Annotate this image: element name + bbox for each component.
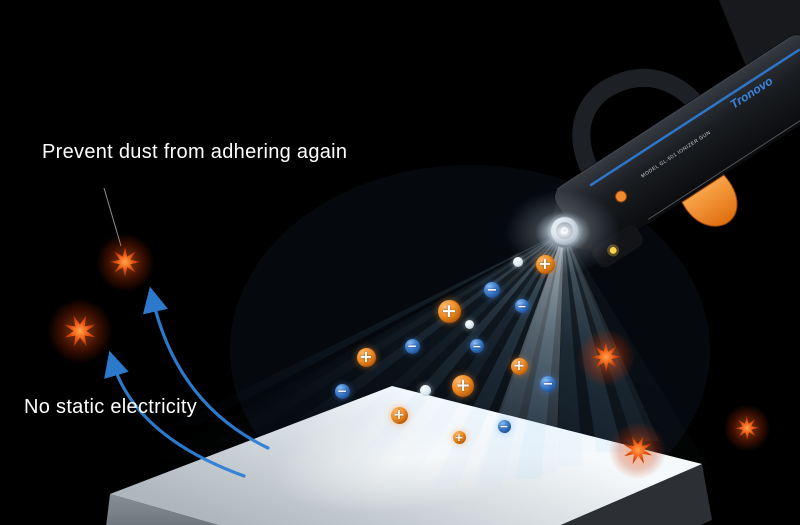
nozzle-glow bbox=[505, 190, 621, 274]
caption-prevent-dust: Prevent dust from adhering again bbox=[42, 141, 348, 163]
caption-no-static: No static electricity bbox=[24, 396, 198, 418]
brand-logo-icon bbox=[615, 190, 628, 203]
gun-carry-handle bbox=[572, 68, 707, 182]
repel-arrow-lower bbox=[104, 350, 246, 478]
leader-line bbox=[103, 187, 122, 247]
repel-arrows bbox=[104, 286, 270, 478]
gun-blue-stripe bbox=[589, 48, 800, 187]
surface-left-side bbox=[106, 494, 219, 525]
repel-arrow-upper bbox=[142, 286, 270, 450]
beam-streak bbox=[385, 231, 564, 486]
beam-streak bbox=[172, 231, 564, 425]
gun-trigger bbox=[681, 174, 738, 227]
beam-streak bbox=[429, 231, 564, 492]
gun-grip bbox=[707, 0, 800, 83]
gun-top-highlight bbox=[556, 36, 792, 190]
gun-bottom-highlight bbox=[647, 104, 800, 220]
beam-streak bbox=[212, 231, 564, 443]
